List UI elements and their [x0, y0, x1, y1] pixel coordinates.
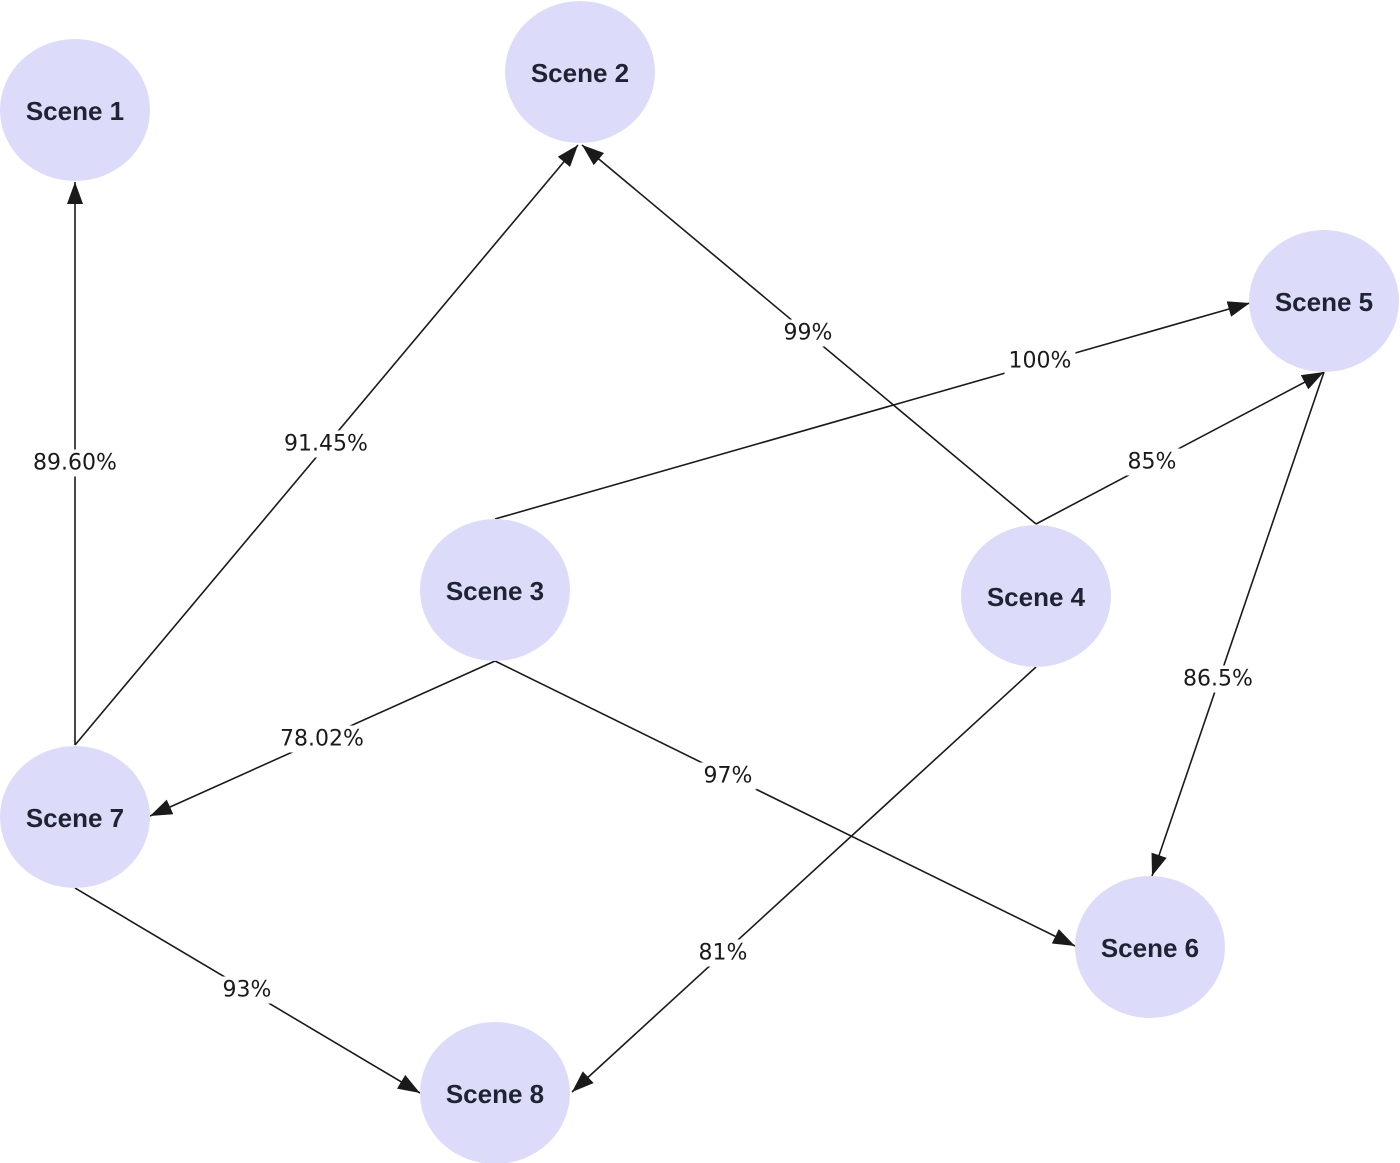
node-circle[interactable]: [420, 519, 570, 661]
node-s3[interactable]: Scene 3: [420, 519, 570, 661]
node-s2[interactable]: Scene 2: [505, 1, 655, 143]
node-circle[interactable]: [0, 746, 150, 888]
edge-s4-s2: 99%: [581, 144, 1037, 525]
node-circle[interactable]: [505, 1, 655, 143]
edge-s3-s7: 78.02%: [149, 660, 496, 817]
edge-label: 97%: [704, 764, 753, 789]
edge-label-background: [276, 725, 368, 753]
edge-label-background: [218, 976, 276, 1004]
node-s8[interactable]: Scene 8: [420, 1022, 570, 1163]
edge-label: 81%: [699, 941, 748, 966]
edge-label: 91.45%: [284, 432, 368, 457]
edge-s7-s2: 91.45%: [74, 144, 579, 746]
edge-label: 93%: [223, 978, 272, 1003]
edge-label-background: [29, 449, 121, 477]
edge-s4-s8: 81%: [571, 666, 1037, 1093]
node-label: Scene 1: [26, 96, 124, 126]
node-s6[interactable]: Scene 6: [1075, 876, 1225, 1018]
edge-label-background: [1004, 347, 1076, 375]
edge-label-background: [1123, 448, 1181, 476]
edge-arrow: [494, 301, 1251, 520]
edge-arrow: [494, 660, 1076, 947]
edges-layer: 89.60% 91.45% 99% 100% 85% 86.5% 78.02% 97% 81% 9…: [29, 144, 1325, 1094]
node-label: Scene 6: [1101, 933, 1199, 963]
edge-s7-s8: 93%: [74, 887, 421, 1094]
edge-label-background: [1179, 665, 1257, 693]
node-s5[interactable]: Scene 5: [1249, 230, 1399, 372]
edge-s5-s6: 86.5%: [1151, 371, 1325, 877]
edge-label-background: [694, 939, 752, 967]
edge-label: 86.5%: [1183, 667, 1253, 692]
edge-label-background: [280, 430, 372, 458]
edge-label-background: [699, 762, 757, 790]
node-label: Scene 2: [531, 58, 629, 88]
node-circle[interactable]: [1249, 230, 1399, 372]
node-label: Scene 7: [26, 803, 124, 833]
edge-s4-s5: 85%: [1035, 371, 1325, 525]
edge-label-background: [779, 319, 837, 347]
node-circle[interactable]: [420, 1022, 570, 1163]
edge-s3-s5: 100%: [494, 301, 1251, 520]
node-circle[interactable]: [0, 39, 150, 181]
node-label: Scene 8: [446, 1079, 544, 1109]
edge-label: 89.60%: [33, 451, 117, 476]
edge-label: 99%: [784, 321, 833, 346]
edge-arrow: [571, 666, 1037, 1093]
node-label: Scene 5: [1275, 287, 1373, 317]
edge-arrow: [1035, 371, 1325, 525]
node-s7[interactable]: Scene 7: [0, 746, 150, 888]
edge-s7-s1: 89.60%: [29, 182, 121, 745]
edge-arrow: [1151, 371, 1325, 877]
node-circle[interactable]: [1075, 876, 1225, 1018]
node-label: Scene 4: [987, 582, 1086, 612]
edge-s3-s6: 97%: [494, 660, 1076, 947]
node-s4[interactable]: Scene 4: [961, 525, 1111, 667]
node-s1[interactable]: Scene 1: [0, 39, 150, 181]
edge-label: 78.02%: [280, 727, 364, 752]
node-circle[interactable]: [961, 525, 1111, 667]
edge-label: 100%: [1009, 349, 1072, 374]
edge-label: 85%: [1128, 450, 1177, 475]
node-label: Scene 3: [446, 576, 544, 606]
